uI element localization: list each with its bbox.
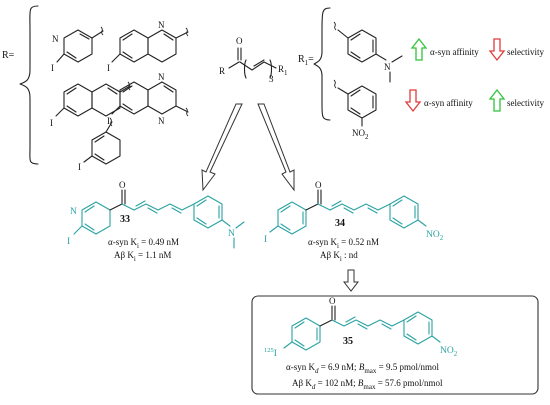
c33-nme2-n: N	[228, 229, 235, 239]
compound-34-number: 34	[335, 218, 345, 229]
c33-o: O	[119, 180, 126, 190]
c35-no2: NO2	[440, 346, 458, 358]
iodoquinoline-structure: N I	[107, 20, 189, 73]
iodonaphthalene-structure: I	[50, 81, 131, 128]
c34-no2: NO2	[426, 230, 444, 242]
arrow-to-35	[342, 269, 360, 292]
row1-selectivity: selectivity	[507, 47, 544, 57]
nitro-label: NO2	[352, 128, 369, 141]
iodobenzene-i: I	[78, 162, 81, 172]
quinoxaline-n2: N	[158, 116, 165, 126]
dimethylaminophenyl-structure: N	[333, 21, 403, 83]
c33-i: I	[67, 237, 70, 247]
c33-n: N	[70, 207, 77, 217]
down-arrow-icon	[404, 89, 422, 113]
quinoline-i: I	[107, 63, 110, 73]
arrow-to-33	[201, 103, 243, 192]
r1-label: R1=	[298, 54, 314, 67]
iodopyridine-structure: N I	[51, 26, 104, 73]
c34-o: O	[315, 180, 322, 190]
pyridine-i: I	[51, 63, 54, 73]
compound-33-structure: N I O N	[67, 180, 245, 249]
c35-iodine: 125I	[264, 347, 277, 359]
left-brace	[19, 5, 39, 165]
quinoxaline-i: I	[107, 116, 110, 126]
down-arrow-icon	[488, 38, 506, 62]
quinoline-n: N	[158, 20, 165, 30]
core-structure: O R 3 R1	[219, 36, 288, 84]
up-arrow-icon	[410, 37, 428, 61]
c35-alpha-syn: α-syn Kd = 6.9 nM; Bmax = 9.5 pmol/nmol	[286, 362, 439, 375]
row1-affinity: α-syn affinity	[430, 47, 479, 57]
c33-abeta: Aβ Ki = 1.1 nM	[114, 250, 171, 263]
compound-33-number: 33	[120, 214, 130, 225]
core-r: R	[219, 66, 225, 76]
c35-o: O	[329, 296, 336, 306]
r-equals-label: R=	[2, 50, 15, 61]
right-brace	[313, 7, 331, 121]
c34-i: I	[264, 235, 267, 245]
compound-35-box	[251, 295, 539, 395]
c35-abeta: Aβ Kd = 102 nM; Bmax = 57.6 pmol/nmol	[292, 378, 443, 391]
iodoquinoxaline-structure: N N I	[107, 72, 189, 126]
row2-affinity: α-syn affinity	[424, 98, 473, 108]
c34-alpha-syn: α-syn Ki = 0.52 nM	[308, 237, 379, 250]
naphthalene-i: I	[50, 118, 53, 128]
quinoxaline-n1: N	[158, 72, 165, 82]
row2-selectivity: selectivity	[507, 98, 544, 108]
nme2-n: N	[384, 62, 391, 72]
c34-abeta: Aβ Ki : nd	[320, 250, 358, 263]
pyridine-n: N	[52, 34, 59, 44]
core-r1: R1	[278, 64, 288, 77]
c33-alpha-syn: α-syn Ki = 0.49 nM	[108, 237, 179, 250]
core-n: 3	[269, 74, 274, 84]
nitrophenyl-structure: NO2	[333, 79, 377, 141]
iodobenzene-structure: I	[78, 117, 121, 172]
compound-34-structure: I O NO2	[264, 180, 444, 245]
arrow-to-34	[257, 103, 295, 192]
compound-35-structure: 125I O NO2	[264, 296, 458, 359]
up-arrow-icon	[488, 88, 506, 112]
compound-35-number: 35	[343, 336, 353, 347]
core-o: O	[236, 36, 243, 46]
